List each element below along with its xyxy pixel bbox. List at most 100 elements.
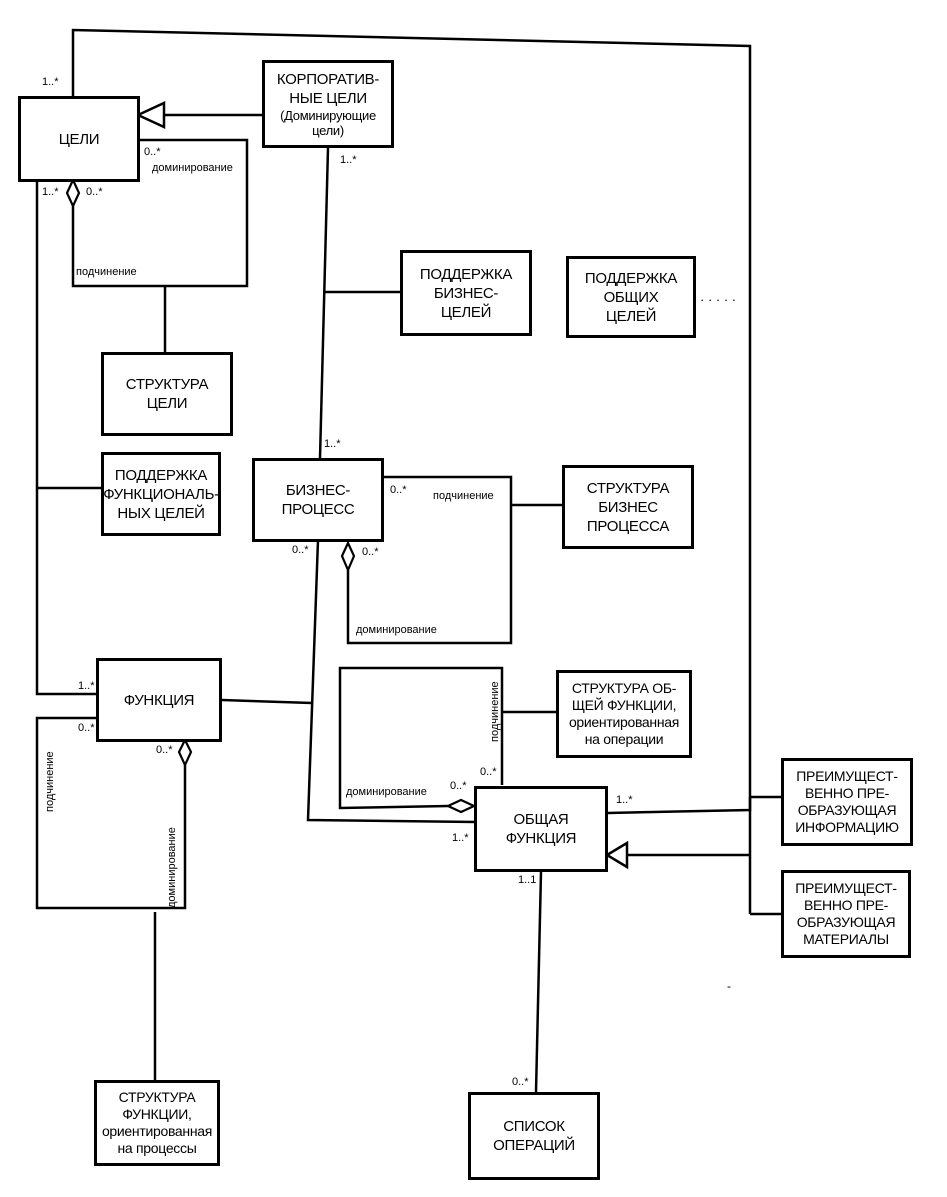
func-mult-top: 1..*	[78, 680, 95, 692]
goal-structure-line-2: ЦЕЛИ	[146, 395, 188, 412]
func-mult-left: 0..*	[78, 722, 95, 734]
goals-function-association	[35, 180, 98, 696]
general-goals-support-line-3: ЦЕЛЕЙ	[605, 307, 657, 325]
material-transforming-line-1: ПРЕИМУЩЕСТ-	[795, 880, 897, 896]
stray-mark: -	[727, 979, 731, 993]
bp-structure-line-1: СТРУКТУРА	[586, 479, 670, 497]
goals-mult-left: 1..*	[42, 186, 59, 198]
goals-generalization-arrow	[135, 101, 166, 129]
info-transforming-line-2: ВЕННО ПРЕ-	[804, 785, 890, 801]
business-process-line-1: БИЗНЕС-	[285, 482, 351, 499]
function-self-association	[35, 716, 187, 910]
goal-structure-box: СТРУКТУРА ЦЕЛИ	[101, 352, 233, 436]
gf-self-association	[338, 666, 504, 810]
general-function-structure-box: СТРУКТУРА ОБ- ЩЕЙ ФУНКЦИИ, ориентированн…	[556, 670, 692, 758]
gf-aggregation-diamond	[445, 798, 477, 814]
functional-goals-support-line-3: НЫХ ЦЕЛЕЙ	[117, 504, 205, 522]
gf-structure-line-3: ориентированная	[568, 714, 680, 730]
material-transforming-box: ПРЕИМУЩЕСТ- ВЕННО ПРЕ- ОБРАЗУЮЩАЯ МАТЕРИ…	[781, 870, 911, 958]
operations-list-box: СПИСОК ОПЕРАЦИЙ	[468, 1092, 600, 1180]
functional-goals-support-line-2: ФУНКЦИОНАЛЬ-	[103, 485, 219, 503]
general-goals-support-box: ПОДДЕРЖКА ОБЩИХ ЦЕЛЕЙ	[566, 256, 696, 338]
gf-structure-line-1: СТРУКТУРА ОБ-	[571, 680, 677, 696]
goals-mult-top: 1..*	[42, 76, 59, 88]
bp-mult-agg: 0..*	[362, 546, 379, 558]
corporate-goals-note-2: цели)	[312, 123, 344, 138]
corporate-bp-association	[318, 147, 330, 459]
corporate-goals-line-2: НЫЕ ЦЕЛИ	[289, 90, 367, 107]
goals-role-dom: доминирование	[152, 162, 233, 174]
goals-title: ЦЕЛИ	[58, 130, 100, 148]
general-goals-ellipsis: · · · · ·	[700, 292, 737, 307]
info-transforming-box: ПРЕИМУЩЕСТ- ВЕННО ПРЕ- ОБРАЗУЮЩАЯ ИНФОРМ…	[781, 758, 913, 846]
corporate-goals-line-1: КОРПОРАТИВ-	[276, 71, 380, 88]
material-transforming-line-3: ОБРАЗУЮЩАЯ	[796, 914, 896, 930]
bp-aggregation-diamond	[340, 540, 356, 573]
goals-mult-dom: 0..*	[144, 146, 161, 158]
gf-mult-dom: 0..*	[450, 780, 467, 792]
goals-self-association	[71, 138, 249, 288]
gf-mult-left: 1..*	[452, 832, 469, 844]
goals-aggregation-diamond	[65, 177, 81, 209]
general-function-box: ОБЩАЯ ФУНКЦИЯ	[474, 786, 608, 872]
gf-generalization-arrow	[604, 840, 629, 870]
gf-mult-sub: 0..*	[480, 766, 497, 778]
bp-mult-sub: 0..*	[390, 484, 407, 496]
business-goals-support-line-3: ЦЕЛЕЙ	[440, 303, 492, 321]
gf-structure-line-2: ЩЕЙ ФУНКЦИИ,	[571, 697, 677, 713]
bp-self-association	[346, 475, 513, 645]
general-goals-support-line-2: ОБЩИХ	[603, 288, 659, 306]
goal-structure-line-1: СТРУКТУРА	[125, 376, 209, 393]
function-title: ФУНКЦИЯ	[123, 691, 195, 709]
info-transforming-line-4: ИНФОРМАЦИЮ	[795, 819, 899, 835]
business-goals-support-line-1: ПОДДЕРЖКА	[419, 265, 513, 283]
function-box: ФУНКЦИЯ	[96, 658, 222, 742]
function-aggregation-diamond	[177, 737, 193, 768]
business-goals-support-box: ПОДДЕРЖКА БИЗНЕС- ЦЕЛЕЙ	[400, 250, 532, 336]
gf-role-sub: подчинение	[489, 681, 501, 742]
general-function-line-2: ФУНКЦИЯ	[505, 830, 577, 847]
function-structure-line-3: ориентированная	[101, 1123, 213, 1139]
corporate-goals-note-1: (Доминирующие	[280, 108, 376, 123]
gf-mult-right: 1..*	[616, 794, 633, 806]
gf-structure-line-4: на операции	[584, 731, 664, 747]
function-structure-line-2: ФУНКЦИИ,	[122, 1106, 192, 1122]
goals-mult-agg: 0..*	[86, 186, 103, 198]
business-process-box: БИЗНЕС- ПРОЦЕСС	[252, 458, 384, 542]
functional-goals-support-line-1: ПОДДЕРЖКА	[114, 466, 208, 484]
operations-association	[534, 871, 543, 1093]
bp-role-dom: доминирование	[356, 624, 437, 636]
bp-role-sub: подчинение	[433, 490, 494, 502]
info-transforming-line-1: ПРЕИМУЩЕСТ-	[796, 768, 898, 784]
goals-role-sub: подчинение	[76, 266, 137, 278]
general-goals-support-line-1: ПОДДЕРЖКА	[584, 269, 678, 287]
goals-box: ЦЕЛИ	[18, 96, 140, 182]
corporate-mult: 1..*	[340, 154, 357, 166]
bp-structure-line-3: ПРОЦЕССА	[586, 517, 670, 535]
business-process-line-2: ПРОЦЕСС	[281, 501, 355, 518]
operations-mult: 0..*	[512, 1076, 529, 1088]
material-transforming-line-2: ВЕННО ПРЕ-	[803, 897, 889, 913]
goals-general-function-association	[71, 28, 752, 815]
bp-structure-line-2: БИЗНЕС	[598, 498, 658, 516]
bp-mult-left: 0..*	[292, 544, 309, 556]
function-structure-box: СТРУКТУРА ФУНКЦИИ, ориентированная на пр…	[94, 1080, 220, 1166]
func-role-sub: подчинение	[44, 751, 56, 812]
business-goals-support-line-2: БИЗНЕС-	[433, 284, 499, 302]
function-bp-link	[221, 698, 313, 705]
gf-role-dom: доминирование	[346, 786, 427, 798]
function-structure-line-4: на процессы	[117, 1140, 197, 1156]
func-mult-agg: 0..*	[156, 744, 173, 756]
general-function-line-1: ОБЩАЯ	[513, 811, 569, 828]
functional-goals-support-box: ПОДДЕРЖКА ФУНКЦИОНАЛЬ- НЫХ ЦЕЛЕЙ	[101, 452, 221, 536]
info-transforming-line-3: ОБРАЗУЮЩАЯ	[797, 802, 897, 818]
operations-list-line-2: ОПЕРАЦИЙ	[493, 1137, 575, 1154]
gf-mult-bottom: 1..1	[518, 874, 537, 886]
operations-list-line-1: СПИСОК	[503, 1118, 565, 1135]
corporate-goals-box: КОРПОРАТИВ- НЫЕ ЦЕЛИ (Доминирующие цели)	[262, 60, 394, 148]
business-process-structure-box: СТРУКТУРА БИЗНЕС ПРОЦЕССА	[562, 465, 694, 549]
function-structure-line-1: СТРУКТУРА	[118, 1089, 196, 1105]
bp-general-function-association	[306, 539, 477, 824]
func-role-dom: доминирование	[166, 827, 178, 908]
